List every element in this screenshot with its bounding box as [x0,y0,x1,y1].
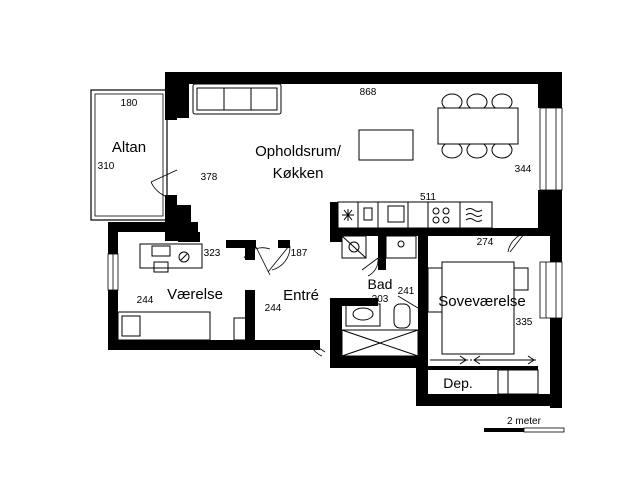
dim-entre-depth: 244 [265,303,282,314]
doors [150,169,533,357]
room-label-bad: Bad [368,276,393,292]
dim-kitchen-length: 511 [420,192,436,203]
room-label-sovevaerelse: Soveværelse [438,293,526,310]
kitchen-counter [337,201,493,229]
dim-bath-width: 203 [372,294,389,305]
dim-altan-width: 180 [121,98,138,109]
dim-room-depth: 244 [137,295,154,306]
dim-entre-width: 187 [291,248,308,259]
dim-living-width: 868 [360,87,377,98]
windows [107,107,563,319]
room-label-opholdsrum-line2: Køkken [273,165,324,182]
room-label-entre: Entré [283,287,319,304]
coffee-table [358,129,414,161]
dim-bedroom-depth: 335 [516,317,533,328]
dim-bath-depth: 241 [398,286,415,297]
bedroom-furniture [427,261,539,395]
dim-altan-depth: 310 [98,161,115,172]
scale-bar: 2 meter [484,416,565,433]
scale-label: 2 meter [507,416,542,427]
sofa [192,83,282,115]
bathroom-fixtures [341,235,419,357]
room-label-vaerelse: Værelse [167,286,223,303]
room-label-opholdsrum-line1: Opholdsrum/ [255,143,342,160]
balcony [90,89,168,221]
dim-bedroom-width: 274 [477,237,494,248]
dim-room-width: 323 [204,248,221,259]
dining-table [437,93,519,159]
dim-living-right-depth: 344 [515,164,532,175]
room-label-altan: Altan [112,139,146,156]
room-label-dep: Dep. [443,375,473,391]
room-furniture [117,243,255,341]
dim-living-left-depth: 378 [201,172,218,183]
walls [108,72,562,408]
